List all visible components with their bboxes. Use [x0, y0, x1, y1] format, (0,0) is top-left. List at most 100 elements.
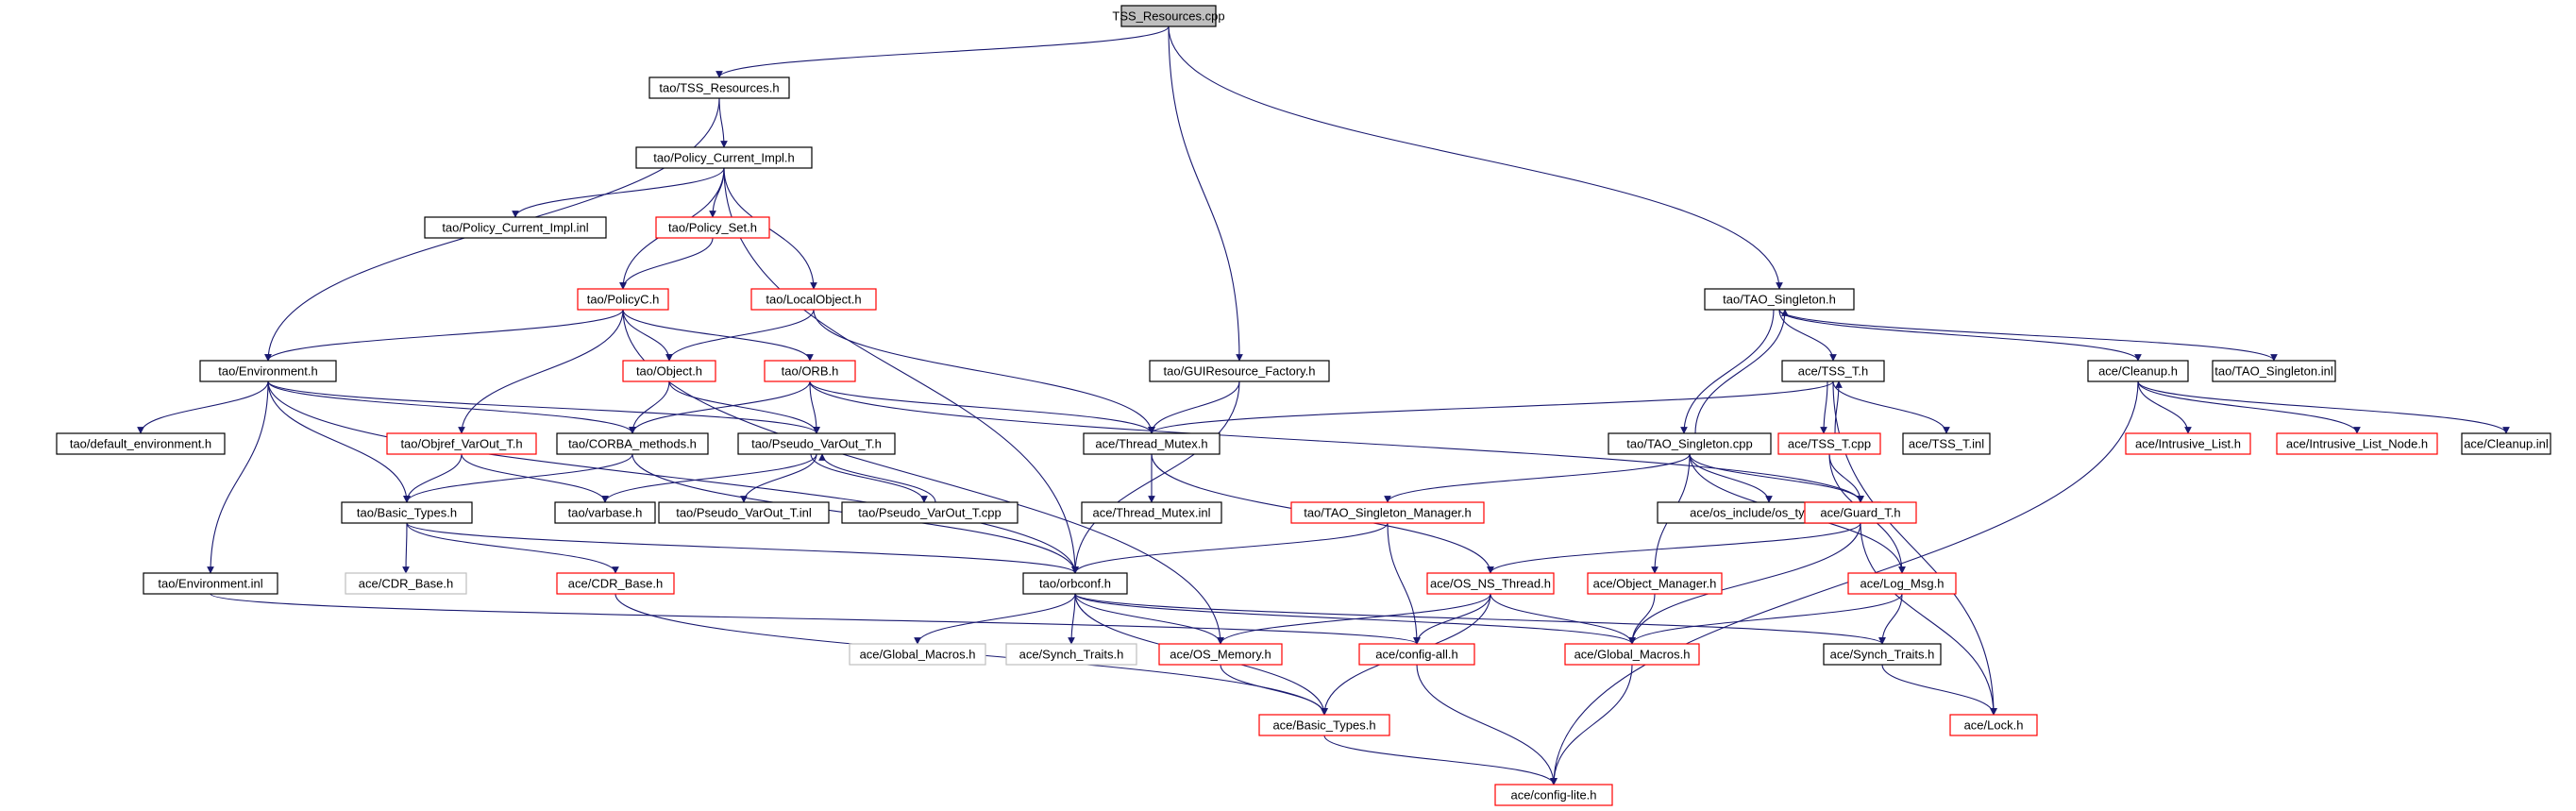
file-node[interactable]: tao/default_environment.h — [56, 432, 226, 455]
file-node[interactable]: tao/Policy_Current_Impl.h — [635, 146, 813, 169]
file-node[interactable]: tao/Environment.h — [199, 360, 337, 382]
file-node[interactable]: tao/Pseudo_VarOut_T.h — [737, 432, 896, 455]
file-node-box — [849, 643, 986, 666]
file-node[interactable]: tao/Pseudo_VarOut_T.inl — [658, 501, 830, 524]
dependency-edge — [668, 380, 820, 434]
file-node-label: tao/Object.h — [636, 364, 702, 379]
file-node[interactable]: tao/orbconf.h — [1022, 572, 1128, 595]
file-node[interactable]: ace/Global_Macros.h — [1564, 643, 1700, 666]
file-node[interactable]: ace/Basic_Types.h — [1258, 714, 1390, 736]
dependency-edge — [629, 380, 670, 434]
dependency-edge — [622, 309, 814, 362]
dependency-edge — [1828, 453, 1864, 503]
dependency-edge — [809, 380, 1864, 503]
file-node-box — [737, 432, 896, 455]
file-node-box — [2125, 432, 2251, 455]
dependency-edge — [1689, 453, 1864, 503]
dependency-edge — [1387, 522, 1421, 645]
file-node-box — [1587, 572, 1723, 595]
file-node-box — [1158, 643, 1283, 666]
dependency-edge — [2137, 380, 2510, 434]
file-node[interactable]: tao/Policy_Current_Impl.inl — [424, 216, 607, 239]
file-node[interactable]: ace/CDR_Base.h — [556, 572, 675, 595]
file-node[interactable]: ace/Log_Msg.h — [1847, 572, 1957, 595]
file-node-box — [2276, 432, 2438, 455]
file-node-label: tao/Environment.inl — [158, 577, 262, 591]
file-node-label: tao/Policy_Current_Impl.h — [653, 151, 795, 165]
file-node-label: tao/TAO_Singleton.cpp — [1626, 437, 1752, 451]
file-node-label: tao/TAO_Singleton.h — [1723, 293, 1836, 307]
file-node[interactable]: tao/TAO_Singleton.inl — [2212, 360, 2336, 382]
file-node[interactable]: tao/TAO_Singleton.cpp — [1608, 432, 1772, 455]
dependency-edge — [1323, 735, 1557, 786]
file-node[interactable]: ace/TSS_T.inl — [1902, 432, 1991, 455]
file-node[interactable]: ace/Thread_Mutex.h — [1083, 432, 1221, 455]
dependency-edge — [740, 453, 817, 503]
file-node-label: tao/Pseudo_VarOut_T.inl — [676, 506, 812, 520]
dependency-edge — [665, 309, 815, 362]
file-node[interactable]: tao/Objref_VarOut_T.h — [386, 432, 537, 455]
file-node-label: tao/Pseudo_VarOut_T.h — [751, 437, 882, 451]
file-node[interactable]: tao/Environment.inl — [143, 572, 278, 595]
file-node[interactable]: ace/Synch_Traits.h — [1823, 643, 1942, 666]
file-node-box — [1426, 572, 1555, 595]
file-nodes: TSS_Resources.cpp tao/TSS_Resources.h tao/… — [56, 5, 2551, 806]
file-node-label: tao/TAO_Singleton_Manager.h — [1304, 506, 1472, 520]
file-node[interactable]: tao/Basic_Types.h — [341, 501, 473, 524]
dependency-edge — [1148, 380, 1834, 434]
file-node[interactable]: tao/LocalObject.h — [750, 288, 877, 311]
dependency-edge — [1860, 522, 1997, 716]
file-node[interactable]: tao/TAO_Singleton_Manager.h — [1290, 501, 1485, 524]
file-node-box — [1358, 643, 1475, 666]
file-node-label: ace/CDR_Base.h — [359, 577, 453, 591]
file-node[interactable]: ace/Object_Manager.h — [1587, 572, 1723, 595]
file-node[interactable]: tao/ORB.h — [764, 360, 856, 382]
dependency-edge — [267, 380, 820, 434]
file-node[interactable]: tao/varbase.h — [554, 501, 656, 524]
file-node[interactable]: tao/PolicyC.h — [577, 288, 669, 311]
dependency-edge — [723, 167, 1079, 574]
file-node[interactable]: ace/Guard_T.h — [1804, 501, 1917, 524]
dependency-edge — [207, 380, 269, 574]
file-node[interactable]: ace/OS_Memory.h — [1158, 643, 1283, 666]
file-node-box — [554, 501, 656, 524]
file-node-label: tao/Objref_VarOut_T.h — [400, 437, 522, 451]
file-node[interactable]: ace/Thread_Mutex.inl — [1081, 501, 1222, 524]
file-node-box — [2461, 432, 2551, 455]
dependency-edge — [1490, 593, 1636, 645]
dependency-edge — [1694, 309, 1789, 434]
file-node[interactable]: ace/TSS_T.h — [1781, 360, 1885, 382]
file-node[interactable]: ace/Cleanup.inl — [2461, 432, 2551, 455]
file-node[interactable]: tao/TSS_Resources.h — [648, 76, 790, 99]
file-node-box — [556, 432, 709, 455]
dependency-edge — [718, 97, 728, 148]
file-node[interactable]: ace/TSS_T.cpp — [1777, 432, 1881, 455]
file-node-label: tao/ORB.h — [782, 364, 839, 379]
file-node[interactable]: tao/Object.h — [622, 360, 716, 382]
file-node[interactable]: tao/GUIResource_Factory.h — [1149, 360, 1330, 382]
file-node[interactable]: ace/config-lite.h — [1494, 784, 1613, 806]
file-node-box — [386, 432, 537, 455]
file-node[interactable]: tao/Policy_Set.h — [655, 216, 770, 239]
file-node[interactable]: ace/Intrusive_List.h — [2125, 432, 2251, 455]
file-node-box — [1777, 432, 1881, 455]
dependency-edge — [2137, 380, 2361, 434]
dependency-edge — [137, 380, 269, 434]
file-node-label: ace/Global_Macros.h — [1574, 648, 1691, 662]
dependency-edge — [458, 309, 624, 434]
file-node-label: ace/OS_NS_Thread.h — [1430, 577, 1551, 591]
file-node[interactable]: ace/Lock.h — [1949, 714, 2038, 736]
dependency-edge — [1628, 522, 1861, 645]
file-node[interactable]: ace/Cleanup.h — [2087, 360, 2189, 382]
file-node[interactable]: ace/OS_NS_Thread.h — [1426, 572, 1555, 595]
file-node[interactable]: tao/Pseudo_VarOut_T.cpp — [841, 501, 1019, 524]
file-node[interactable]: ace/config-all.h — [1358, 643, 1475, 666]
file-node-box — [2087, 360, 2189, 382]
dependency-edge — [914, 593, 1076, 645]
file-node[interactable]: TSS_Resources.cpp — [1112, 5, 1225, 27]
file-node[interactable]: tao/TAO_Singleton.h — [1704, 288, 1855, 311]
file-node[interactable]: ace/Intrusive_List_Node.h — [2276, 432, 2438, 455]
file-node[interactable]: tao/CORBA_methods.h — [556, 432, 709, 455]
dependency-edge — [267, 380, 636, 434]
